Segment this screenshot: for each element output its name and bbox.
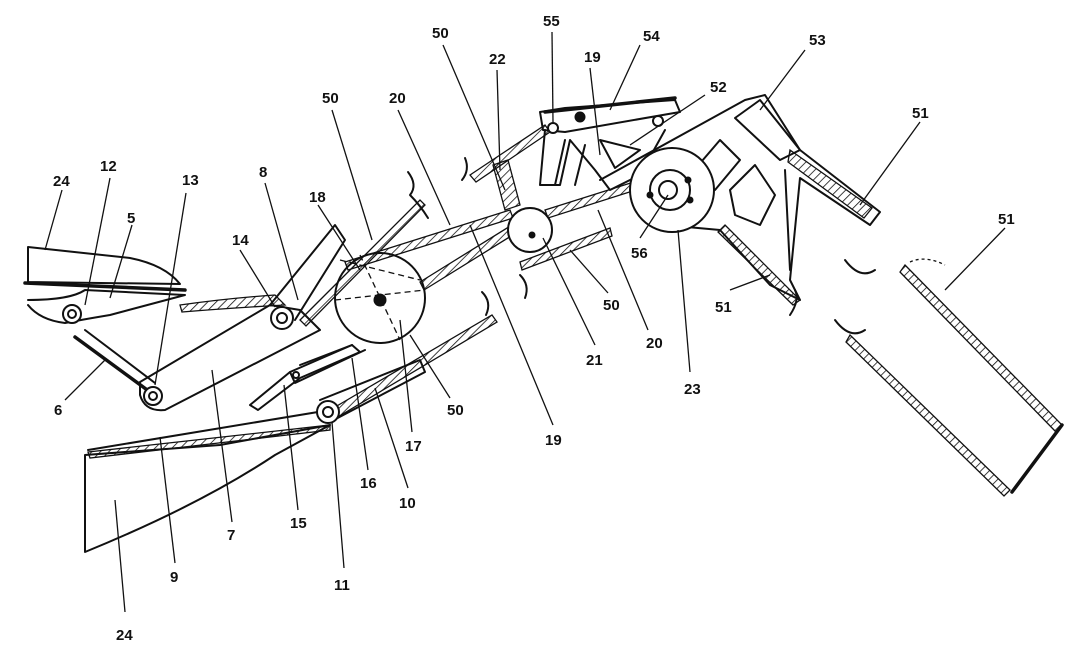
drum-21 — [507, 179, 643, 271]
label-54: 54 — [643, 28, 660, 45]
reference-labels: 24 12 13 5 8 14 50 20 50 22 55 19 54 53 … — [53, 13, 1015, 644]
label-50-a: 50 — [322, 90, 339, 107]
label-9: 9 — [170, 569, 178, 586]
label-51-mid: 51 — [715, 299, 732, 316]
pivot-16 — [292, 371, 300, 379]
label-16: 16 — [360, 475, 377, 492]
pivot-11 — [316, 400, 340, 424]
bracket-15-16 — [249, 344, 366, 411]
label-20-top: 20 — [389, 90, 406, 107]
label-20-mid: 20 — [646, 335, 663, 352]
label-24-low: 24 — [116, 627, 133, 644]
upper-housing-24 — [23, 246, 187, 324]
label-14: 14 — [232, 232, 249, 249]
label-18: 18 — [309, 189, 326, 206]
upper-guide-50 — [179, 294, 287, 313]
label-52: 52 — [710, 79, 727, 96]
label-21: 21 — [586, 352, 603, 369]
pivot-14 — [270, 306, 294, 330]
arm-8 — [269, 224, 346, 321]
label-11: 11 — [334, 577, 350, 594]
label-56: 56 — [631, 245, 648, 262]
label-50-low: 50 — [447, 402, 464, 419]
link-6 — [73, 329, 156, 394]
break-marks — [407, 157, 798, 316]
pivot-12 — [62, 304, 82, 324]
discharge-chute-51 — [834, 258, 1064, 497]
label-50-mid: 50 — [603, 297, 620, 314]
label-22: 22 — [489, 51, 506, 68]
label-19-top: 19 — [584, 49, 601, 66]
label-13: 13 — [182, 172, 199, 189]
frame-52 — [539, 96, 681, 191]
drum-23 — [629, 147, 715, 233]
label-7: 7 — [227, 527, 235, 544]
label-50-top: 50 — [432, 25, 449, 42]
label-5: 5 — [127, 210, 135, 227]
leader-lines — [44, 31, 1006, 613]
label-51-right: 51 — [998, 211, 1015, 228]
label-12: 12 — [100, 158, 117, 175]
label-24-top: 24 — [53, 173, 70, 190]
label-51-top: 51 — [912, 105, 929, 122]
label-6: 6 — [54, 402, 62, 419]
label-19-low: 19 — [545, 432, 562, 449]
label-23: 23 — [684, 381, 701, 398]
label-55: 55 — [543, 13, 560, 30]
label-15: 15 — [290, 515, 307, 532]
label-53: 53 — [809, 32, 826, 49]
main-housing-53 — [599, 94, 881, 306]
pivot-13 — [143, 386, 163, 406]
lower-housing-24 — [84, 409, 331, 553]
label-10: 10 — [399, 495, 416, 512]
label-8: 8 — [259, 164, 267, 181]
label-17: 17 — [405, 438, 422, 455]
